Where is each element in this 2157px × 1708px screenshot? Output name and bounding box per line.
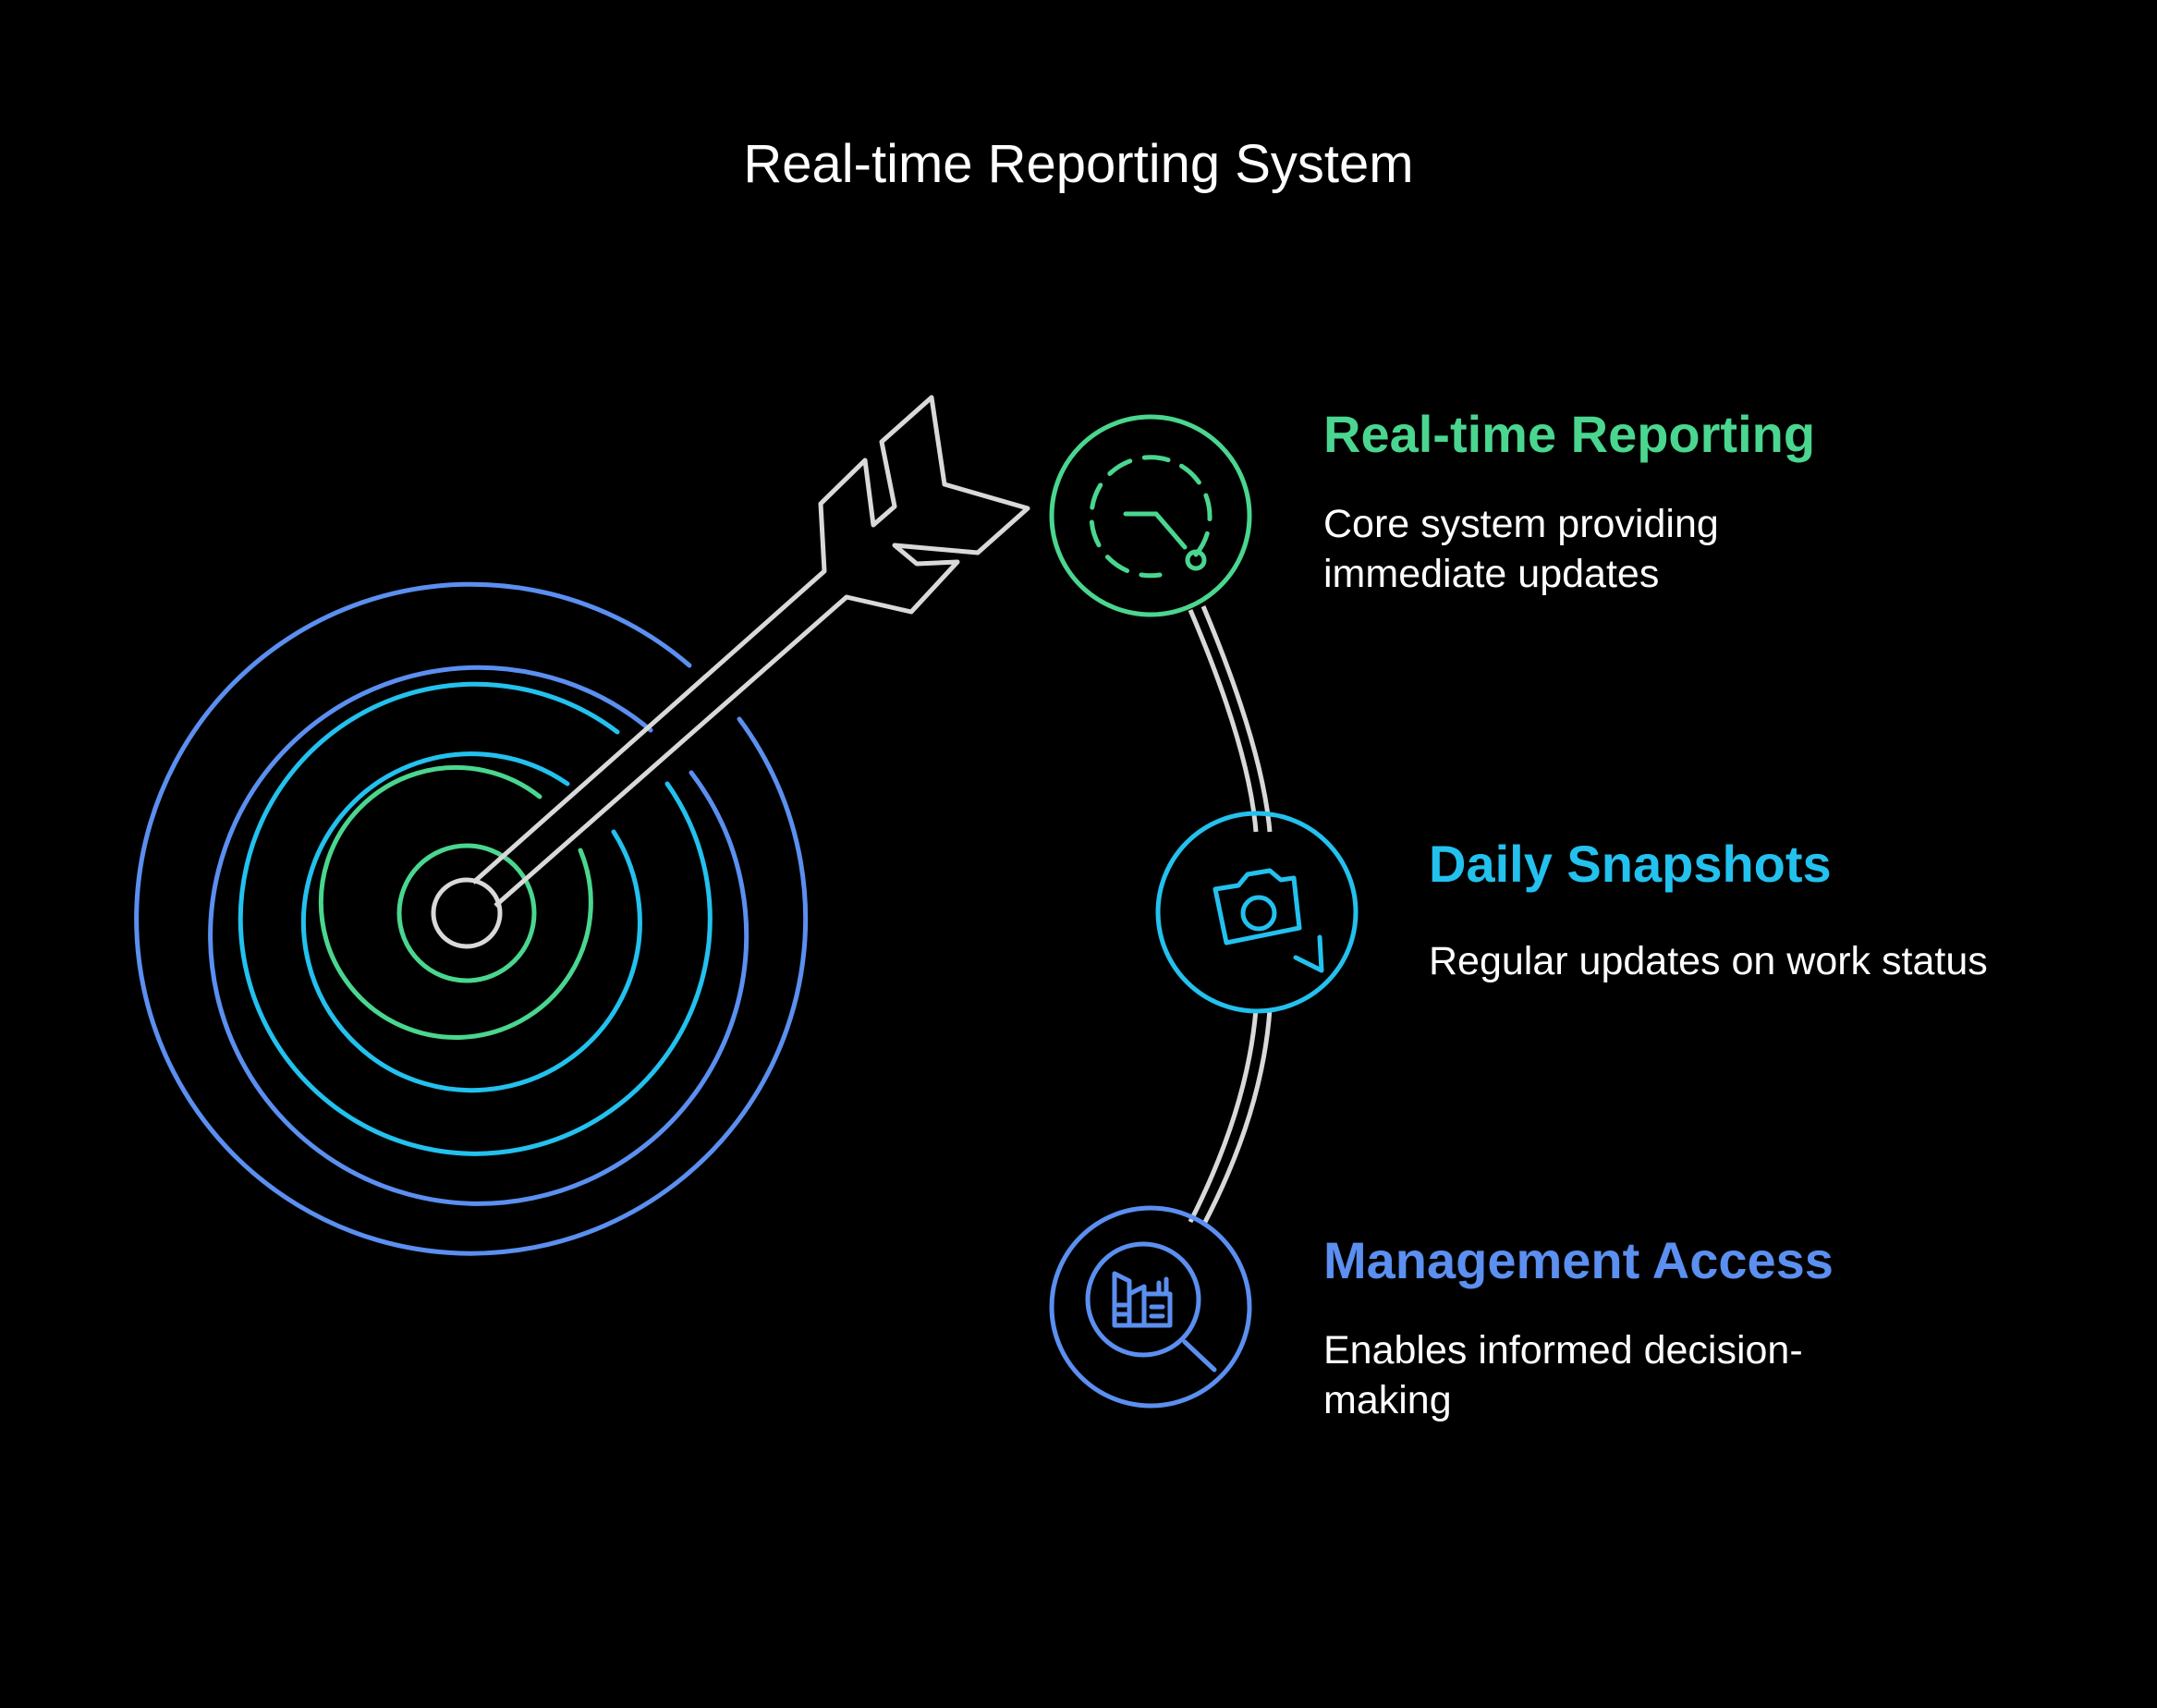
connector-arc [1188, 605, 1273, 1227]
target-ring-cyan-1 [238, 681, 713, 1156]
item-title-real-time-reporting: Real-time Reporting [1323, 405, 1816, 463]
target-ring-green-2 [396, 843, 537, 983]
item-title-daily-snapshots: Daily Snapshots [1429, 835, 1832, 893]
node-daily-snapshots [1155, 811, 1359, 1014]
item-description-real-time-reporting: Core system providing immediate updates [1323, 502, 1719, 596]
page-title: Real-time Reporting System [743, 134, 1414, 194]
target-ring-cyan-2 [300, 751, 642, 1093]
camera-icon [1213, 868, 1302, 946]
item-title-management-access: Management Access [1323, 1231, 1834, 1289]
magnifier-chart-icon [1112, 1271, 1173, 1328]
target-ring-green-1 [318, 764, 593, 1040]
clock-icon [1123, 511, 1188, 550]
target-ring-blue-2 [208, 665, 749, 1206]
target-ring-outer [134, 581, 809, 1256]
target-icon [134, 581, 809, 1256]
target-bullseye [431, 877, 503, 949]
node-management-access [1049, 1205, 1252, 1409]
item-description-daily-snapshots: Regular updates on work status [1429, 939, 1988, 983]
item-description-management-access: Enables informed decision-making [1323, 1328, 1803, 1422]
arrow-icon [471, 395, 1030, 908]
node-real-time-reporting [1049, 414, 1252, 617]
